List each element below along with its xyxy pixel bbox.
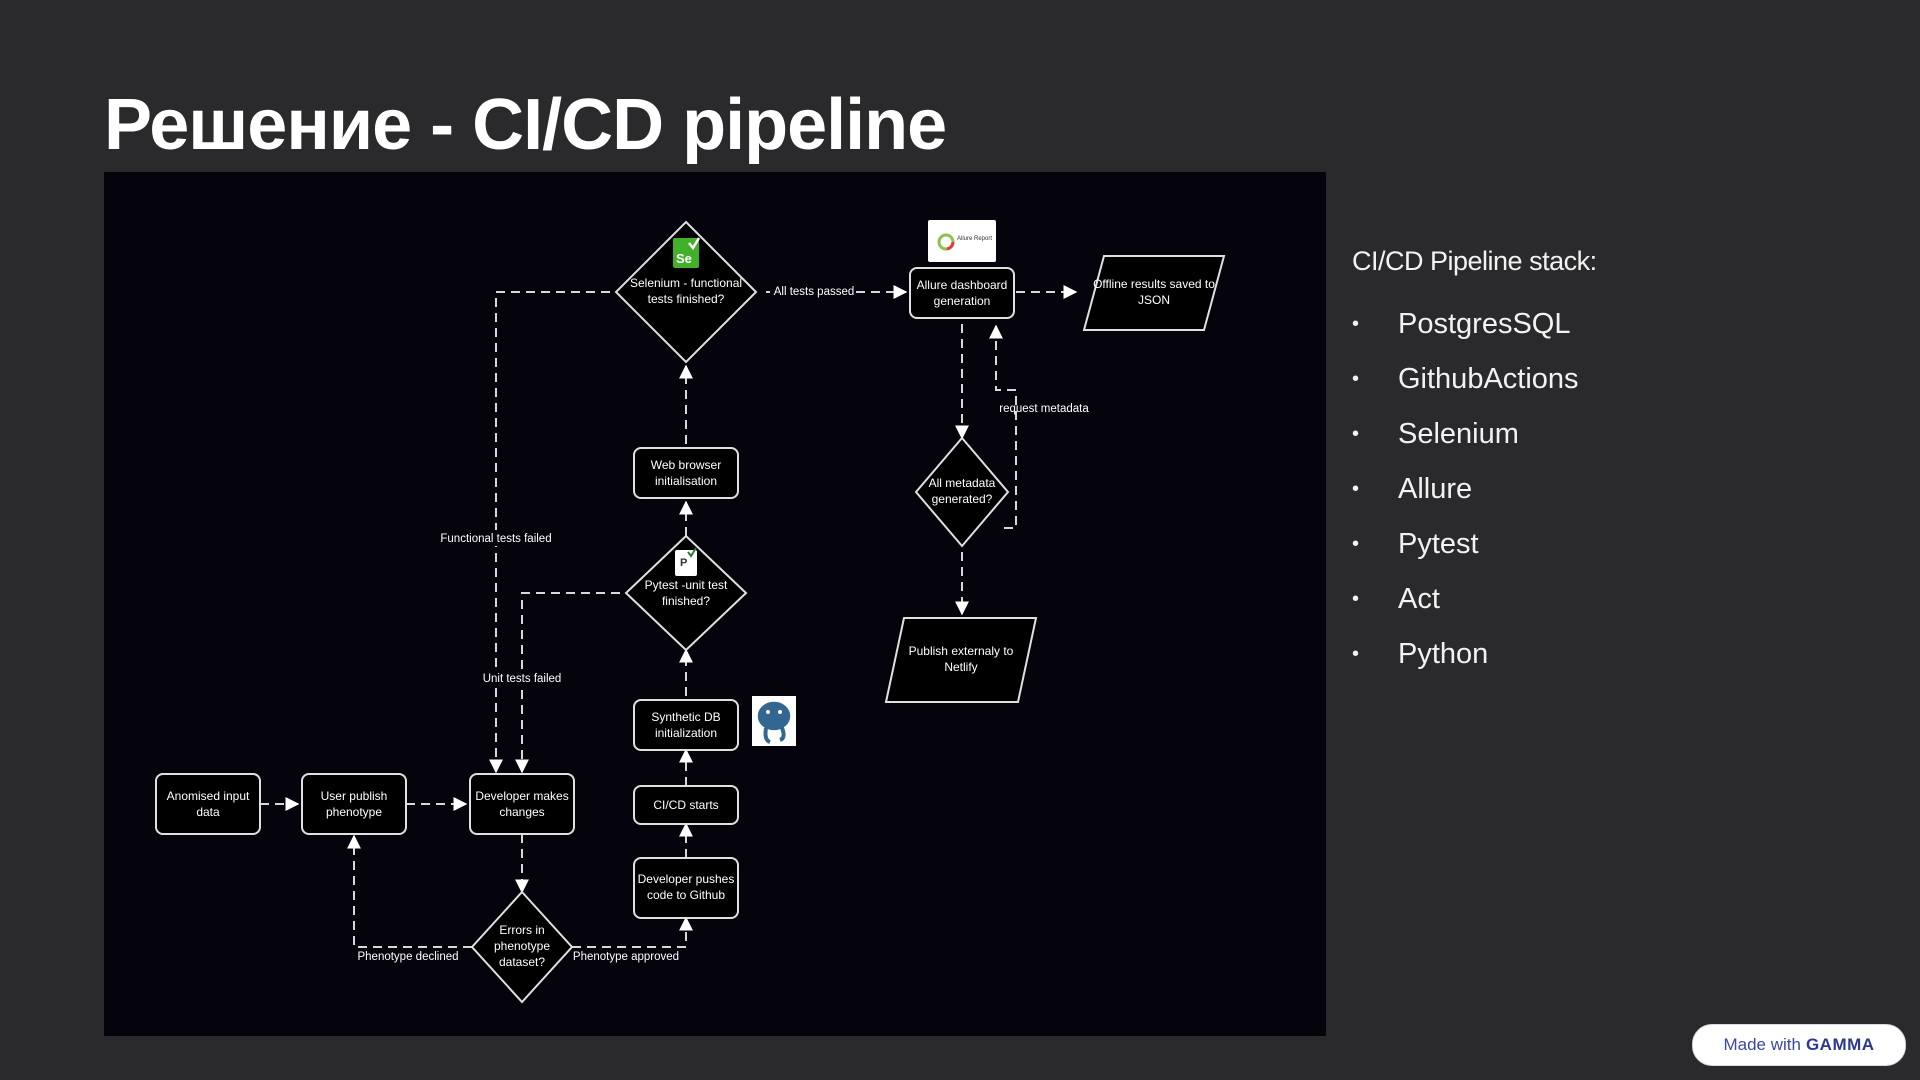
cicd-starts-label: CI/CD starts [653, 798, 718, 812]
selenium-logo-text: Se [676, 251, 692, 266]
dev-pushes-label-1: Developer pushes [638, 872, 735, 886]
badge-prefix: Made with [1723, 1035, 1801, 1054]
edge-unit-failed [515, 592, 620, 774]
bullet-icon: • [1352, 368, 1360, 390]
stack-item-label: Selenium [1398, 418, 1519, 450]
allure-dash-label-2: generation [934, 294, 991, 308]
node-developer-pushes [633, 857, 739, 919]
web-browser-label-1: Web browser [651, 458, 721, 472]
synthetic-db-label-1: Synthetic DB [651, 710, 720, 724]
stack-item-label: Act [1398, 583, 1440, 615]
anomised-label-2: data [196, 805, 220, 819]
node-anomised-input [155, 773, 261, 835]
bullet-icon: • [1352, 313, 1360, 335]
user-publish-label-2: phenotype [326, 805, 382, 819]
node-cicd-starts [633, 785, 739, 825]
stack-item-label: Allure [1398, 473, 1473, 505]
web-browser-label-2: initialisation [655, 474, 717, 488]
list-item: • PostgresSQL [1352, 307, 1872, 362]
label-all-tests-passed: All tests passed [774, 286, 855, 298]
edge-declined [347, 834, 472, 948]
list-item: • Allure [1352, 472, 1872, 527]
pytest-label-1: Pytest -unit test [645, 578, 728, 592]
pipeline-diagram: Se Allure Report P Anomised input data U… [104, 172, 1326, 1036]
errors-label-1: Errors in [499, 923, 544, 937]
label-unit-failed: Unit tests failed [483, 673, 562, 685]
publish-label-2: Netlify [944, 660, 977, 674]
label-phenotype-declined: Phenotype declined [357, 951, 458, 963]
dev-pushes-label-2: code to Github [647, 888, 725, 902]
node-allure-dashboard [909, 267, 1015, 319]
stack-title: CI/CD Pipeline stack: [1352, 246, 1597, 276]
node-developer-makes-changes [469, 773, 575, 835]
pytest-label-2: finished? [662, 594, 710, 608]
stack-list: • PostgresSQL • GithubActions • Selenium • A… [1352, 307, 1872, 692]
stack-item-label: Pytest [1398, 528, 1479, 560]
dev-changes-label-2: changes [499, 805, 544, 819]
node-errors-decision [470, 890, 574, 1004]
bullet-icon: • [1352, 478, 1360, 500]
user-publish-label-1: User publish [321, 789, 388, 803]
node-publish-netlify [884, 617, 1038, 703]
list-item: • Python [1352, 637, 1872, 692]
bullet-icon: • [1352, 643, 1360, 665]
stack-item-label: GithubActions [1398, 363, 1579, 395]
node-selenium-decision [614, 220, 758, 364]
slide-title: Решение - CI/CD pipeline [104, 85, 947, 165]
list-item: • Pytest [1352, 527, 1872, 582]
bullet-icon: • [1352, 533, 1360, 555]
node-pytest-decision [624, 534, 748, 652]
list-item: • Act [1352, 582, 1872, 637]
node-synthetic-db [633, 699, 739, 751]
allure-logo-icon: Allure Report [928, 220, 996, 262]
dev-changes-label-1: Developer makes [475, 789, 568, 803]
made-with-gamma-badge[interactable]: Made with GAMMA [1692, 1024, 1906, 1066]
anomised-label-1: Anomised input [167, 789, 250, 803]
pipeline-diagram-svg: Se Allure Report P Anomised input data U… [155, 220, 1226, 1004]
node-web-browser [633, 447, 739, 499]
offline-label-1: Offline results saved to [1093, 277, 1215, 291]
bullet-icon: • [1352, 423, 1360, 445]
edge-approved [572, 916, 693, 948]
errors-label-2: phenotype [494, 939, 550, 953]
bullet-icon: • [1352, 588, 1360, 610]
stack-item-label: PostgresSQL [1398, 308, 1571, 340]
pytest-logo-text: P [680, 557, 687, 569]
postgres-logo-icon [752, 696, 796, 746]
pytest-logo-icon: P [675, 547, 697, 576]
gamma-logo-icon: GAMMA [1805, 1035, 1875, 1054]
node-user-publish [301, 773, 407, 835]
synthetic-db-label-2: initialization [655, 726, 717, 740]
edge-functional-failed [489, 291, 610, 774]
selenium-logo-icon: Se [673, 237, 701, 268]
stack-panel: CI/CD Pipeline stack: • PostgresSQL • Gith… [1352, 246, 1872, 692]
stack-item-label: Python [1398, 638, 1489, 670]
metadata-label-1: All metadata [929, 476, 996, 490]
label-request-metadata: request metadata [999, 403, 1089, 415]
allure-logo-text: Allure Report [957, 236, 992, 242]
label-phenotype-approved: Phenotype approved [573, 951, 679, 963]
label-functional-failed: Functional tests failed [440, 533, 551, 545]
publish-label-1: Publish externaly to [909, 644, 1014, 658]
allure-dash-label-1: Allure dashboard [917, 278, 1008, 292]
selenium-label-2: tests finished? [648, 292, 725, 306]
edge-request-metadata [989, 324, 1017, 529]
selenium-label-1: Selenium - functional [630, 276, 742, 290]
node-metadata-decision [914, 436, 1010, 548]
offline-label-2: JSON [1138, 293, 1170, 307]
list-item: • Selenium [1352, 417, 1872, 472]
node-offline-results [1082, 255, 1226, 331]
errors-label-3: dataset? [499, 955, 545, 969]
metadata-label-2: generated? [932, 492, 993, 506]
list-item: • GithubActions [1352, 362, 1872, 417]
